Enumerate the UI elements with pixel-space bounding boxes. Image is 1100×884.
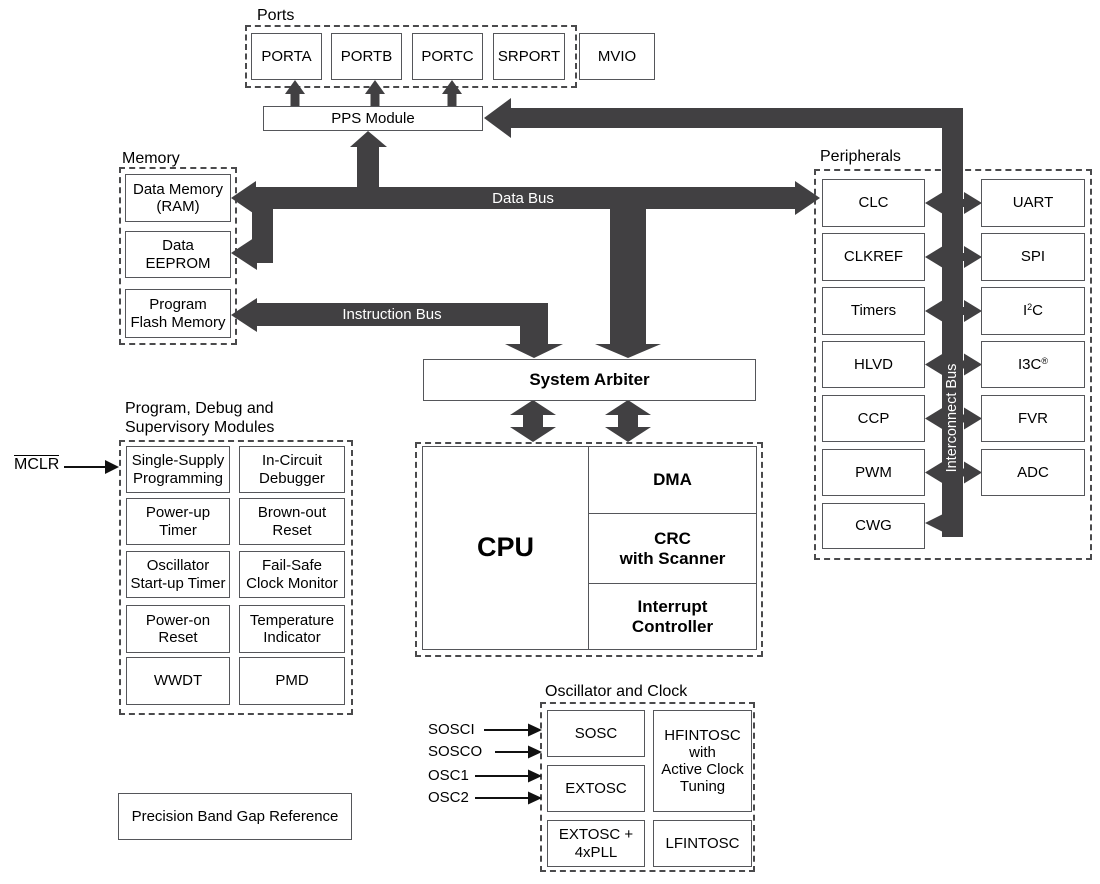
cpu-group-outline <box>415 442 763 657</box>
in-circuit-debugger-box: In-Circuit Debugger <box>239 446 345 493</box>
porta-box: PORTA <box>251 33 322 80</box>
program-flash-memory-box: Program Flash Memory <box>125 289 231 338</box>
wwdt-box: WWDT <box>126 657 230 705</box>
single-supply-programming-box: Single-Supply Programming <box>126 446 230 493</box>
sosci-label: SOSCI <box>428 721 475 738</box>
data-eeprom-box: Data EEPROM <box>125 231 231 278</box>
data-bus-label: Data Bus <box>492 190 554 207</box>
ports-title: Ports <box>257 7 295 24</box>
ports-group-outline <box>245 25 577 88</box>
hlvd-box: HLVD <box>822 341 925 388</box>
uart-box: UART <box>981 179 1085 227</box>
portc-box: PORTC <box>412 33 483 80</box>
osc2-label: OSC2 <box>428 789 469 806</box>
adc-box: ADC <box>981 449 1085 496</box>
clc-box: CLC <box>822 179 925 227</box>
oscillator-title: Oscillator and Clock <box>545 683 688 700</box>
interconnect-bus-label: Interconnect Bus <box>944 363 960 473</box>
clkref-box: CLKREF <box>822 233 925 281</box>
debug-group-outline <box>119 440 353 715</box>
mclr-label: MCLR <box>14 455 60 473</box>
oscillator-group-outline <box>540 702 755 872</box>
debug-title: Program, Debug and Supervisory Modules <box>125 400 275 437</box>
memory-title: Memory <box>122 150 180 167</box>
cwg-box: CWG <box>822 503 925 549</box>
pmd-box: PMD <box>239 657 345 705</box>
ccp-box: CCP <box>822 395 925 442</box>
srport-box: SRPORT <box>493 33 565 80</box>
instruction-bus-label: Instruction Bus <box>342 306 442 323</box>
mvio-box: MVIO <box>579 33 655 80</box>
extosc-box: EXTOSC <box>547 765 645 812</box>
brown-out-reset-box: Brown-out Reset <box>239 498 345 545</box>
data-memory-ram-box: Data Memory (RAM) <box>125 174 231 222</box>
extosc-4xpll-box: EXTOSC + 4xPLL <box>547 820 645 867</box>
spi-box: SPI <box>981 233 1085 281</box>
power-on-reset-box: Power-on Reset <box>126 605 230 653</box>
oscillator-start-up-timer-box: Oscillator Start-up Timer <box>126 551 230 598</box>
system-arbiter-box: System Arbiter <box>423 359 756 401</box>
osc1-label: OSC1 <box>428 767 469 784</box>
i3c-box: I3C® <box>981 341 1085 388</box>
interrupt-controller-box: Interrupt Controller <box>588 583 757 650</box>
timers-box: Timers <box>822 287 925 335</box>
sosco-label: SOSCO <box>428 743 483 760</box>
temperature-indicator-box: Temperature Indicator <box>239 605 345 653</box>
pwm-box: PWM <box>822 449 925 496</box>
pps-module-box: PPS Module <box>263 106 483 131</box>
fail-safe-clock-monitor-box: Fail-Safe Clock Monitor <box>239 551 345 598</box>
i2c-box: I2C <box>981 287 1085 335</box>
fvr-box: FVR <box>981 395 1085 442</box>
precision-band-gap-reference-box: Precision Band Gap Reference <box>118 793 352 840</box>
portb-box: PORTB <box>331 33 402 80</box>
hfintosc-box: HFINTOSC with Active Clock Tuning <box>653 710 752 812</box>
cpu-box: CPU <box>422 446 589 650</box>
lfintosc-box: LFINTOSC <box>653 820 752 867</box>
sosc-box: SOSC <box>547 710 645 757</box>
power-up-timer-box: Power-up Timer <box>126 498 230 545</box>
peripherals-title: Peripherals <box>820 148 901 165</box>
crc-scanner-box: CRC with Scanner <box>588 513 757 584</box>
dma-box: DMA <box>588 446 757 514</box>
